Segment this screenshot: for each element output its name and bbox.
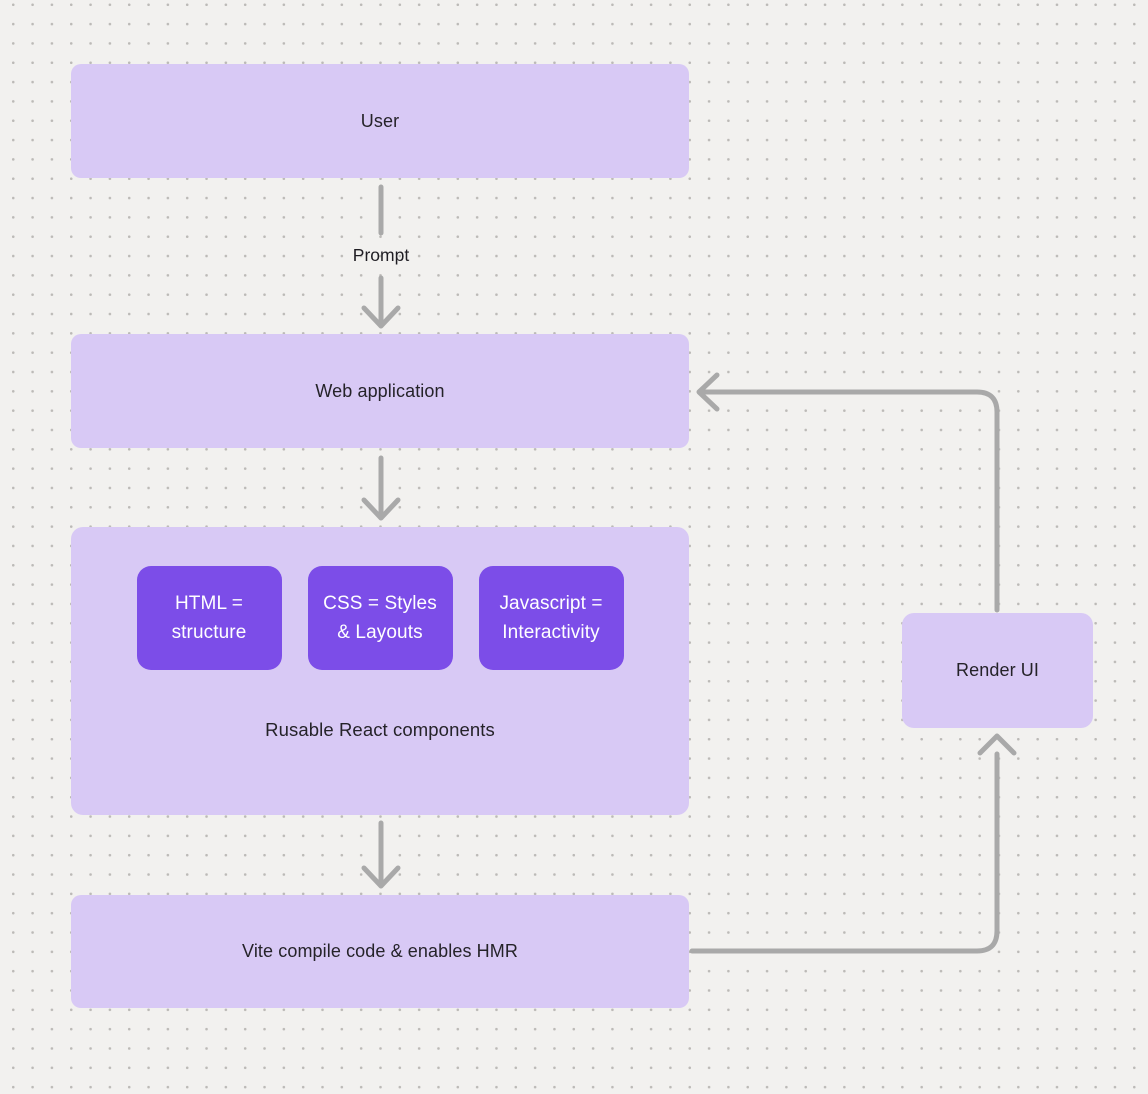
arrow-renderui-to-webapp: [696, 372, 1000, 613]
node-render-ui[interactable]: Render UI: [902, 613, 1093, 728]
node-render-ui-label: Render UI: [956, 660, 1039, 680]
component-chip-row: HTML = structure CSS = Styles & Layouts …: [71, 566, 689, 670]
node-web-application[interactable]: Web application: [71, 334, 689, 448]
node-web-application-label: Web application: [315, 380, 445, 401]
arrow-components-to-vite: [361, 820, 401, 889]
node-components-container[interactable]: HTML = structure CSS = Styles & Layouts …: [71, 527, 689, 815]
chip-javascript[interactable]: Javascript = Interactivity: [478, 566, 624, 670]
arrow-webapp-to-components: [361, 455, 401, 521]
node-user[interactable]: User: [71, 64, 689, 178]
chip-css[interactable]: CSS = Styles & Layouts: [307, 566, 453, 670]
node-user-label: User: [360, 110, 400, 131]
chip-html[interactable]: HTML = structure: [136, 566, 282, 670]
arrow-vite-to-renderui: [689, 733, 1017, 954]
node-components-label: Rusable React components: [265, 719, 495, 740]
edge-label-prompt: Prompt: [352, 245, 410, 265]
node-vite-label: Vite compile code & enables HMR: [242, 941, 518, 961]
node-vite[interactable]: Vite compile code & enables HMR: [71, 895, 689, 1008]
